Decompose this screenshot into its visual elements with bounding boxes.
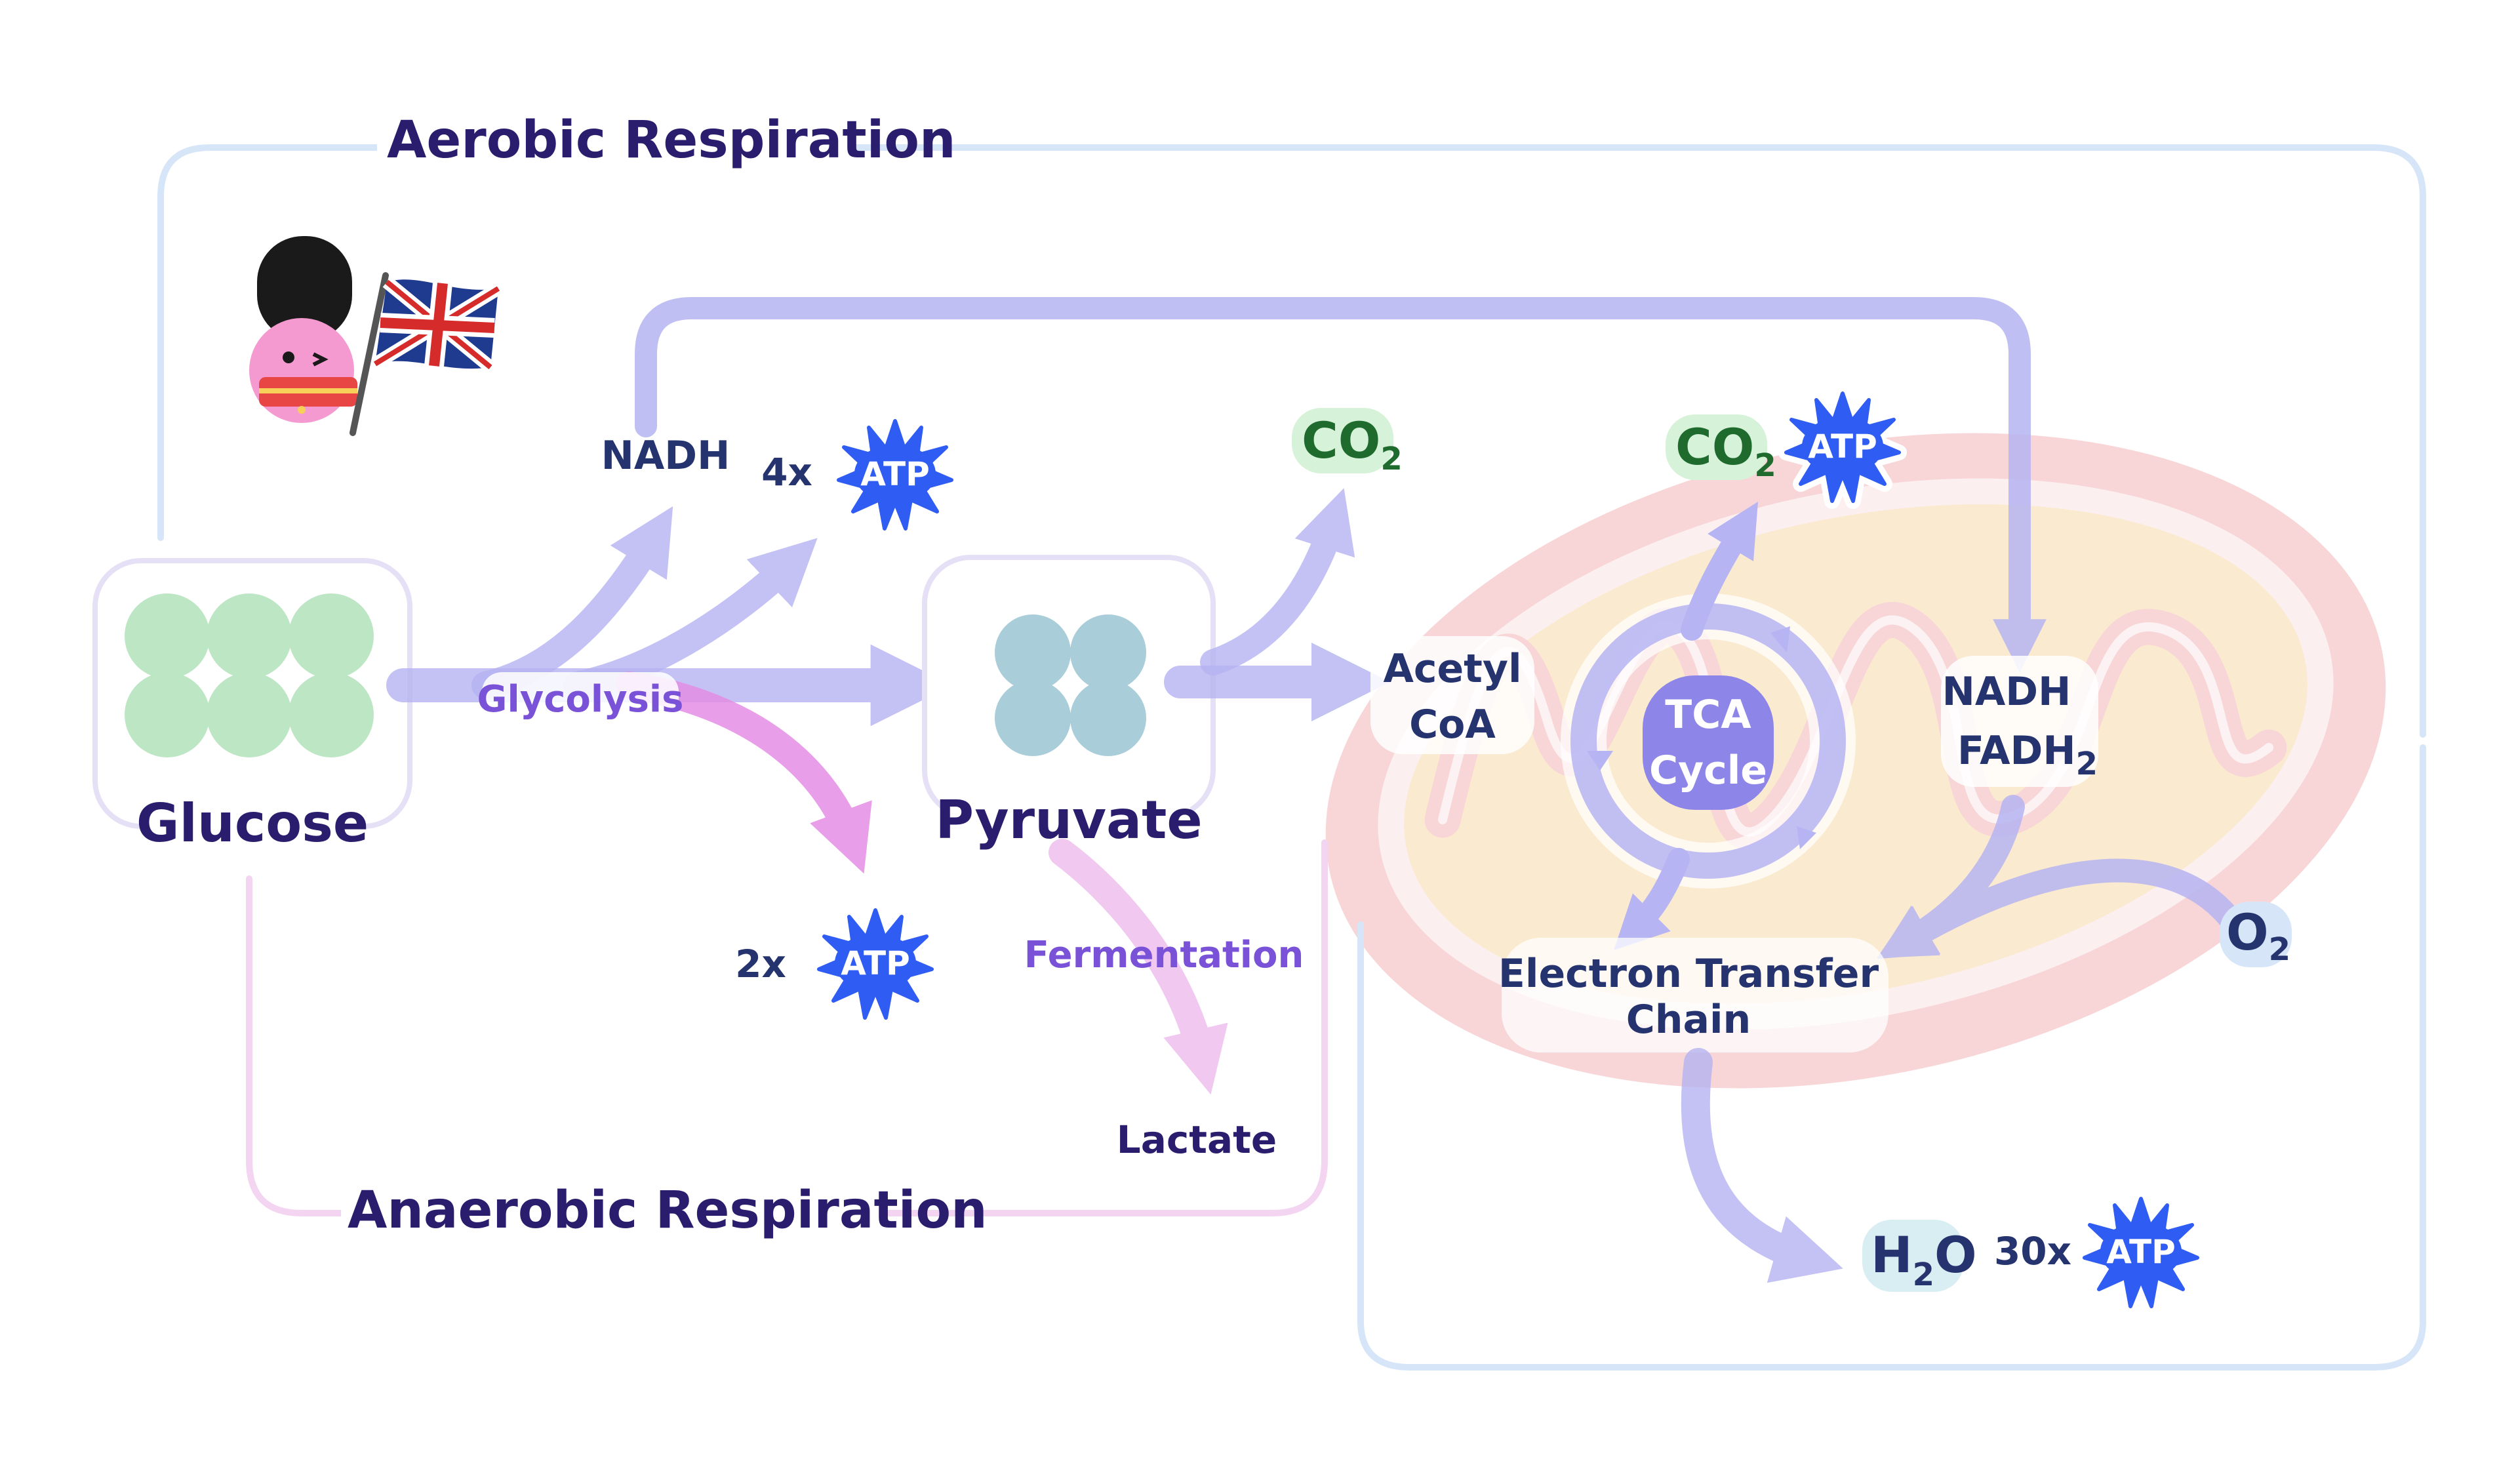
etc-line2: Chain xyxy=(1626,997,1751,1043)
etc-line1: Electron Transfer xyxy=(1498,951,1879,997)
o2-label: O2 xyxy=(2226,903,2290,968)
anaerobic-title: Anaerobic Respiration xyxy=(348,1181,988,1240)
co2-right-bg xyxy=(1666,414,1767,480)
atp-2x-label: ATP xyxy=(841,944,910,982)
etc-output-arrow xyxy=(1681,1048,1843,1283)
etc-bg xyxy=(1502,938,1888,1053)
h2o-label: H2O xyxy=(1871,1226,1977,1293)
aerobic-title-bg xyxy=(377,105,856,177)
anaerobic-title-bg xyxy=(341,1174,879,1246)
nadh-transfer-arrow xyxy=(635,297,2047,673)
lactate-label: Lactate xyxy=(1117,1117,1277,1162)
pyruvate-label: Pyruvate xyxy=(935,790,1202,851)
glycolysis-label: Glycolysis xyxy=(477,678,684,721)
atp-tca-label: ATP xyxy=(1808,428,1877,466)
tca-line2: Cycle xyxy=(1649,748,1767,793)
tca-cycle-badge xyxy=(1643,675,1774,810)
acetyl-coa-line2: CoA xyxy=(1409,702,1496,748)
glucose-label-bg xyxy=(148,787,357,852)
lactate-label-bg xyxy=(1108,1108,1285,1167)
pyruvate-arrows xyxy=(1164,488,1391,722)
fadh2-label: FADH2 xyxy=(1957,728,2098,782)
acetyl-coa-bg xyxy=(1370,636,1534,754)
aerobic-title: Aerobic Respiration xyxy=(387,111,955,170)
etc-input-arrows xyxy=(1877,795,2241,959)
nadh-right-label: NADH xyxy=(1942,669,2071,715)
tca-line1: TCA xyxy=(1665,692,1751,738)
atp-30x-label: ATP xyxy=(2106,1233,2176,1271)
nadh-fadh-bg xyxy=(1941,656,2098,787)
co2-left-bg xyxy=(1292,408,1393,473)
o2-bg xyxy=(2220,902,2292,967)
fermentation-label: Fermentation xyxy=(1024,934,1304,976)
h2o-bg xyxy=(1862,1220,1964,1292)
co2-left-label: CO2 xyxy=(1302,411,1403,477)
glycolysis-arrows xyxy=(386,506,953,727)
glucose-label: Glucose xyxy=(136,793,369,854)
glycolysis-label-bg xyxy=(482,672,679,725)
atp-4x-label: ATP xyxy=(860,455,930,493)
nadh-top-label: NADH xyxy=(601,433,730,479)
acetyl-coa-line1: Acetyl xyxy=(1383,646,1521,692)
fermentation-arrow xyxy=(1049,839,1228,1095)
co2-right-label: CO2 xyxy=(1675,418,1776,484)
mult-30x-label: 30x xyxy=(1994,1229,2071,1273)
aerobic-box xyxy=(157,144,2426,1371)
glucose-molecule-icon xyxy=(125,593,374,757)
pyruvate-molecule-icon xyxy=(995,614,1146,756)
union-jack-flag-icon xyxy=(350,272,502,436)
guard-mascot-icon xyxy=(249,236,357,423)
pyruvate-label-bg xyxy=(948,784,1190,849)
mult-2x-label: 2x xyxy=(735,942,786,986)
tca-cycle-icon xyxy=(1561,502,1856,950)
mult-4x-label: 4x xyxy=(761,450,812,494)
